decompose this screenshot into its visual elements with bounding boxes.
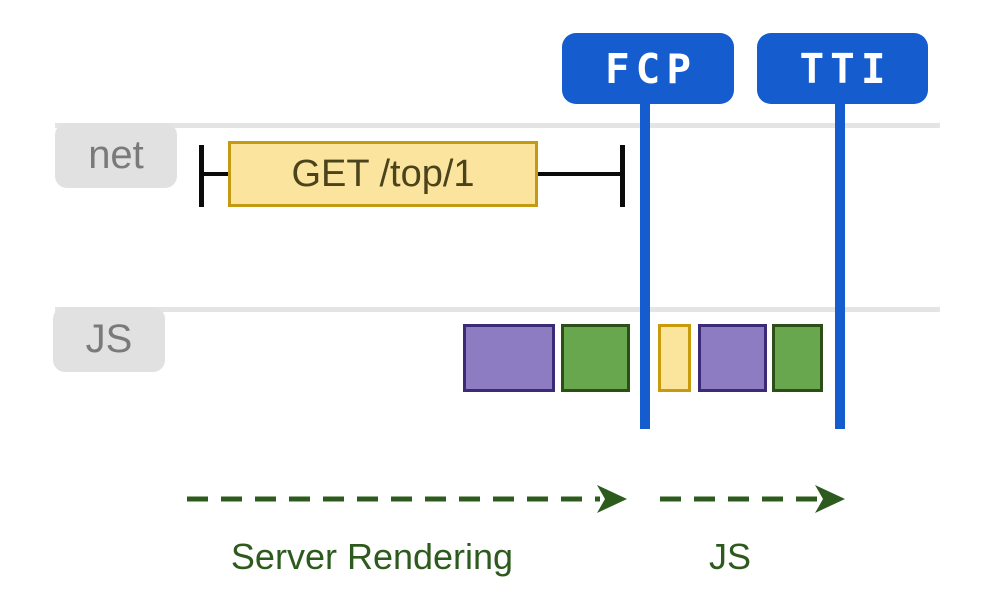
phase-label-js: JS	[708, 536, 751, 577]
js-execution-block	[658, 324, 691, 392]
tti-marker-badge: TTI	[757, 33, 928, 104]
js-track-label-text: JS	[85, 317, 133, 361]
request-span-right-connector	[536, 172, 622, 176]
phase-label-server-rendering: Server Rendering	[230, 536, 514, 577]
request-span-end-tick	[620, 145, 625, 207]
server-rendering-arrowhead-icon	[597, 485, 627, 513]
tti-marker-label: TTI	[799, 44, 892, 93]
request-span-left-connector	[202, 172, 230, 176]
net-track-label-text: net	[88, 133, 144, 177]
net-track-label: net	[55, 123, 177, 188]
network-request-label: GET /top/1	[291, 152, 475, 195]
js-arrowhead-icon	[815, 485, 845, 513]
net-track-line	[55, 123, 940, 128]
js-execution-block	[698, 324, 767, 392]
js-execution-block	[561, 324, 630, 392]
js-execution-block	[772, 324, 823, 392]
js-track-label: JS	[53, 307, 165, 372]
network-request-box: GET /top/1	[228, 141, 538, 207]
tti-marker-line	[835, 100, 845, 429]
js-execution-block	[463, 324, 555, 392]
js-track-line	[55, 307, 940, 312]
fcp-marker-badge: FCP	[562, 33, 734, 104]
fcp-marker-line	[640, 100, 650, 429]
fcp-marker-label: FCP	[604, 44, 698, 93]
request-span-start-tick	[199, 145, 204, 207]
